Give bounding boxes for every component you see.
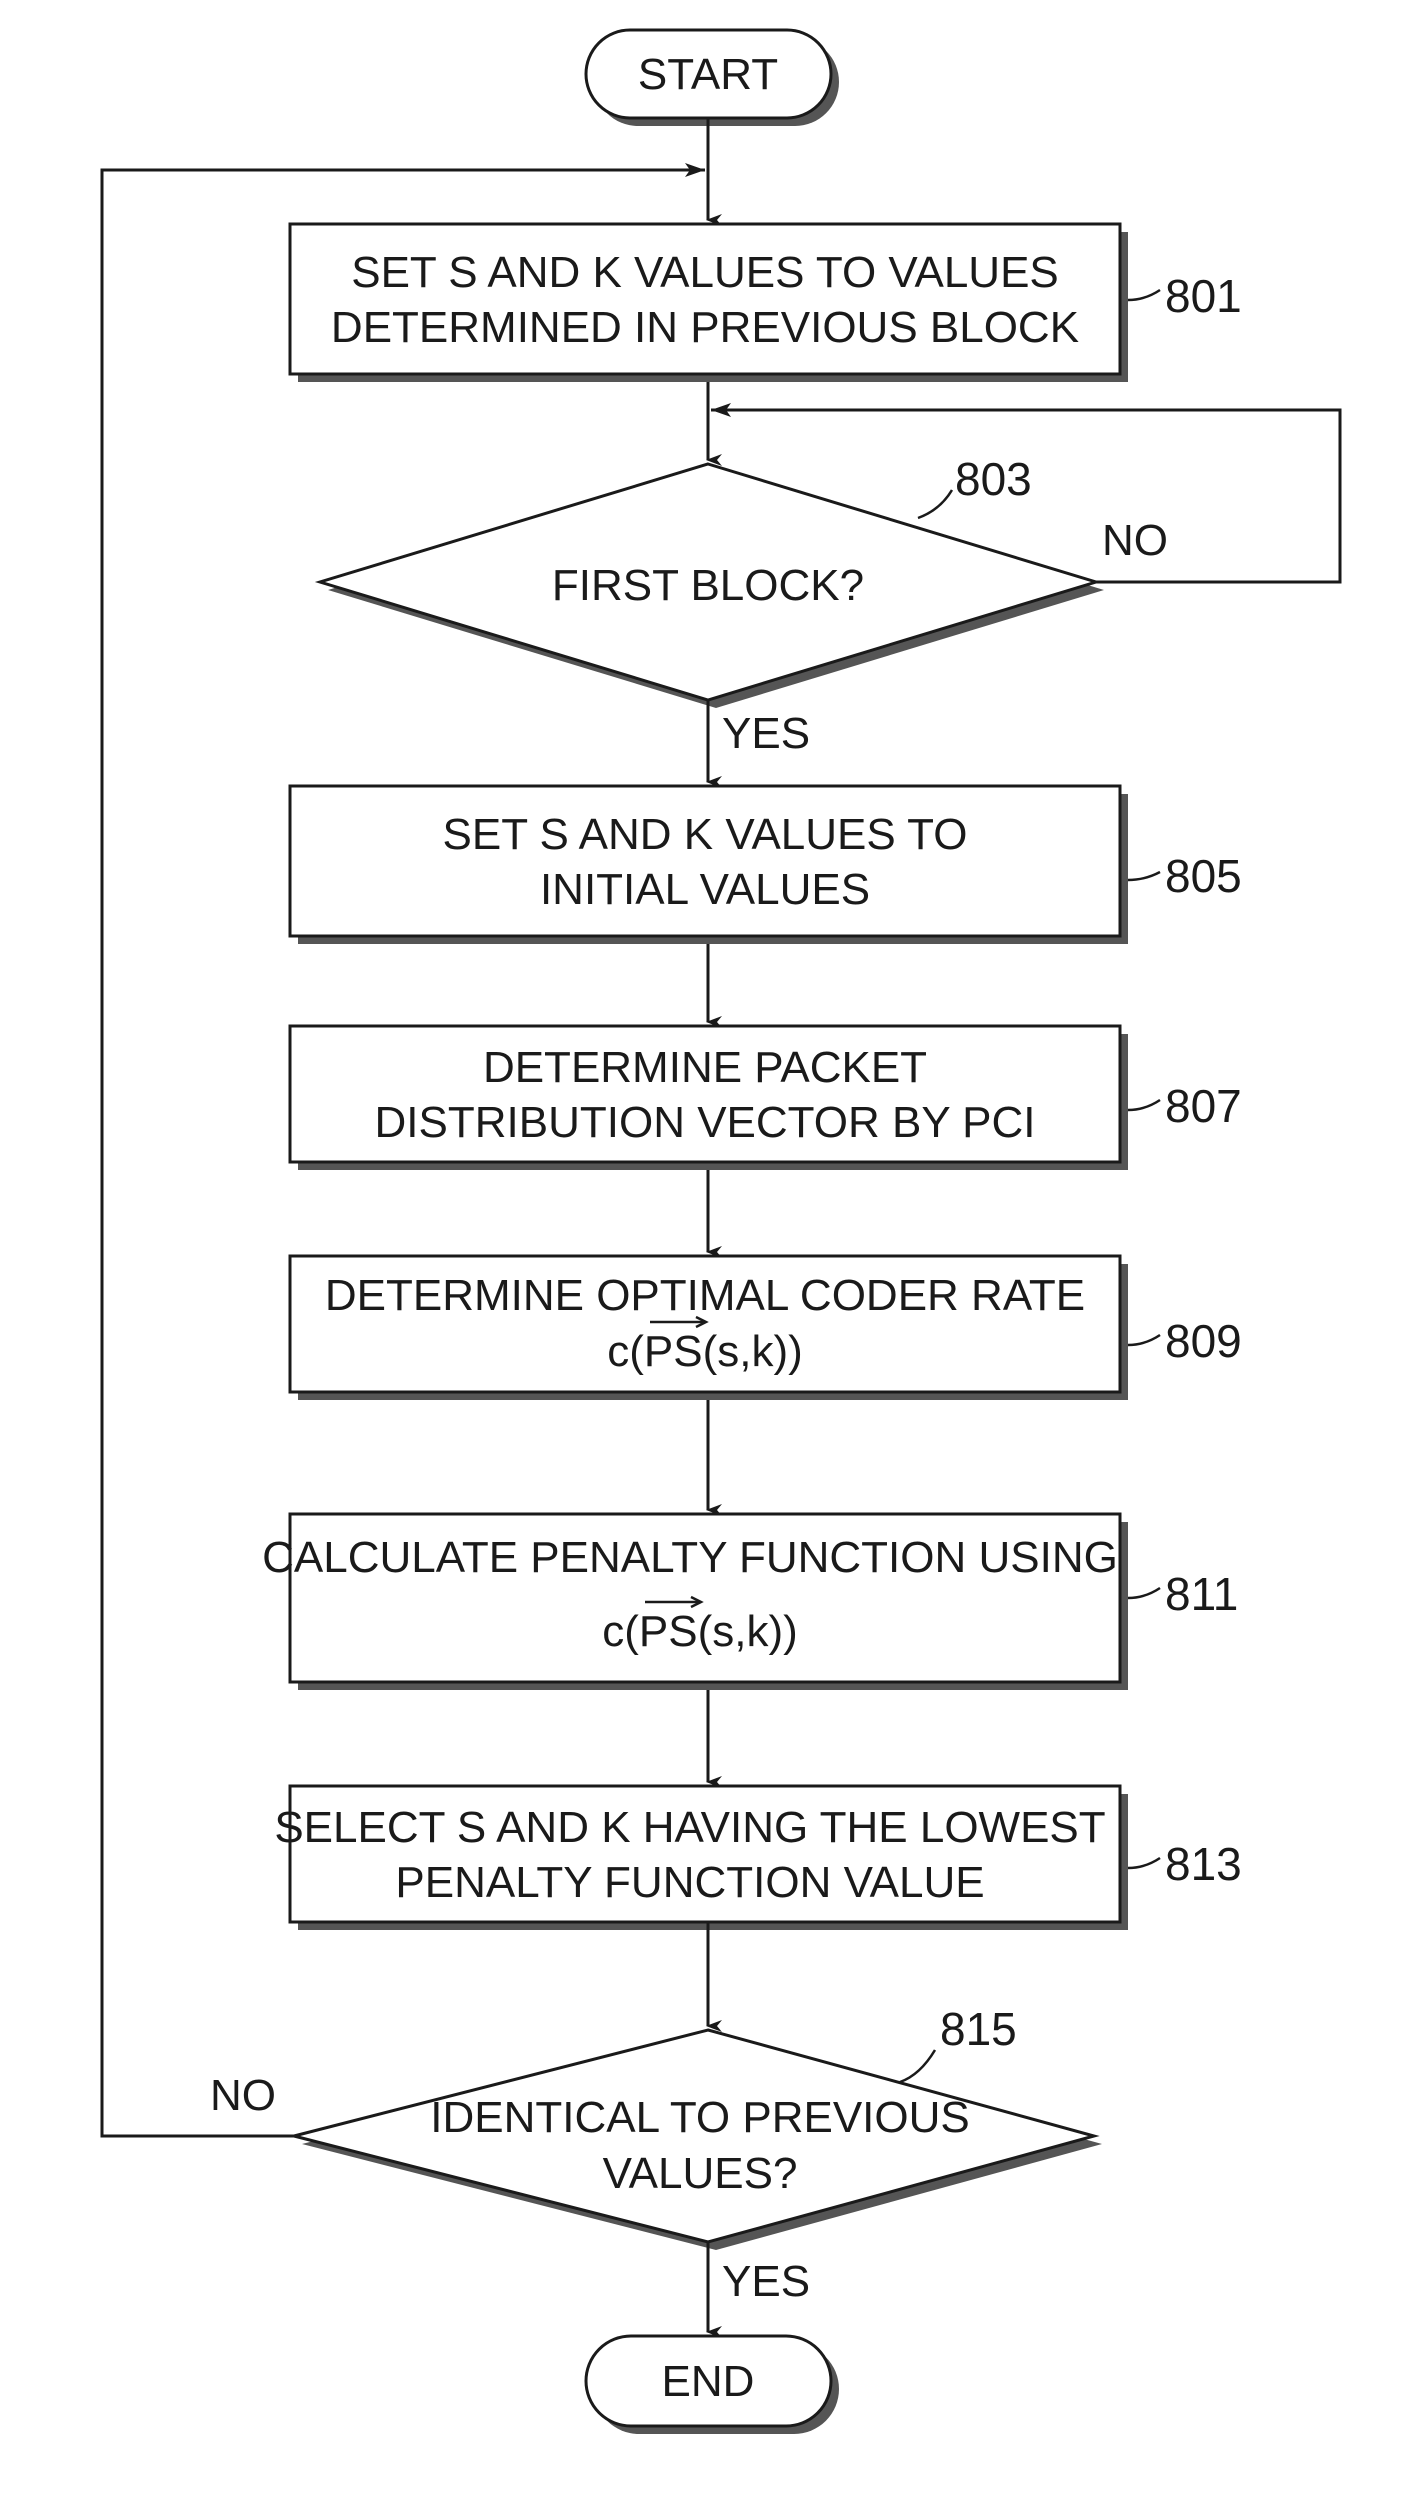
- process-813: SELECT S AND K HAVING THE LOWEST PENALTY…: [274, 1786, 1128, 1930]
- ref-807-leader: [1128, 1100, 1160, 1110]
- ref-801: 801: [1165, 270, 1242, 322]
- decision-815-no: NO: [210, 2071, 276, 2120]
- ref-811-leader: [1128, 1588, 1160, 1598]
- process-811: CALCULATE PENALTY FUNCTION USING c(PS(s,…: [262, 1514, 1128, 1690]
- process-801-line1: SET S AND K VALUES TO VALUES: [351, 248, 1059, 297]
- process-801-line2: DETERMINED IN PREVIOUS BLOCK: [331, 303, 1079, 352]
- process-811-line1: CALCULATE PENALTY FUNCTION USING: [262, 1533, 1118, 1582]
- end-terminal: END: [586, 2336, 839, 2434]
- process-805-line2: INITIAL VALUES: [540, 865, 870, 914]
- process-813-line2: PENALTY FUNCTION VALUE: [395, 1858, 984, 1907]
- process-809: DETERMINE OPTIMAL CODER RATE c(PS(s,k)): [290, 1256, 1128, 1400]
- ref-805: 805: [1165, 850, 1242, 902]
- decision-803-no: NO: [1102, 516, 1168, 565]
- ref-813-leader: [1128, 1858, 1160, 1868]
- process-807: DETERMINE PACKET DISTRIBUTION VECTOR BY …: [290, 1026, 1128, 1170]
- process-809-line1: DETERMINE OPTIMAL CODER RATE: [325, 1271, 1085, 1320]
- process-807-line1: DETERMINE PACKET: [483, 1043, 927, 1092]
- end-label: END: [662, 2357, 755, 2406]
- ref-801-leader: [1128, 290, 1160, 300]
- ref-813: 813: [1165, 1838, 1242, 1890]
- start-terminal: START: [586, 30, 839, 126]
- ref-803-leader: [918, 490, 952, 518]
- vector-ps: PS: [639, 1607, 698, 1656]
- process-811-formula: c(PS(s,k)): [602, 1607, 798, 1656]
- process-809-formula: c(PS(s,k)): [607, 1327, 803, 1376]
- vector-ps: PS: [644, 1327, 703, 1376]
- ref-811: 811: [1165, 1568, 1238, 1620]
- ref-803: 803: [955, 453, 1032, 505]
- process-801: SET S AND K VALUES TO VALUES DETERMINED …: [290, 224, 1128, 382]
- decision-815-yes: YES: [722, 2257, 810, 2306]
- process-807-line2: DISTRIBUTION VECTOR BY PCI: [375, 1098, 1036, 1147]
- decision-815: IDENTICAL TO PREVIOUS VALUES?: [294, 2030, 1102, 2250]
- ref-809-leader: [1128, 1335, 1160, 1345]
- decision-803-yes: YES: [722, 709, 810, 758]
- ref-815: 815: [940, 2003, 1017, 2055]
- ref-815-leader: [900, 2050, 935, 2082]
- decision-815-line2: VALUES?: [603, 2149, 798, 2198]
- decision-803-label: FIRST BLOCK?: [552, 561, 864, 610]
- process-805-line1: SET S AND K VALUES TO: [443, 810, 968, 859]
- ref-807: 807: [1165, 1080, 1242, 1132]
- process-813-line1: SELECT S AND K HAVING THE LOWEST: [274, 1803, 1105, 1852]
- start-label: START: [638, 50, 778, 99]
- process-805: SET S AND K VALUES TO INITIAL VALUES: [290, 786, 1128, 944]
- ref-805-leader: [1128, 872, 1160, 880]
- decision-815-line1: IDENTICAL TO PREVIOUS: [430, 2093, 970, 2142]
- ref-809: 809: [1165, 1315, 1242, 1367]
